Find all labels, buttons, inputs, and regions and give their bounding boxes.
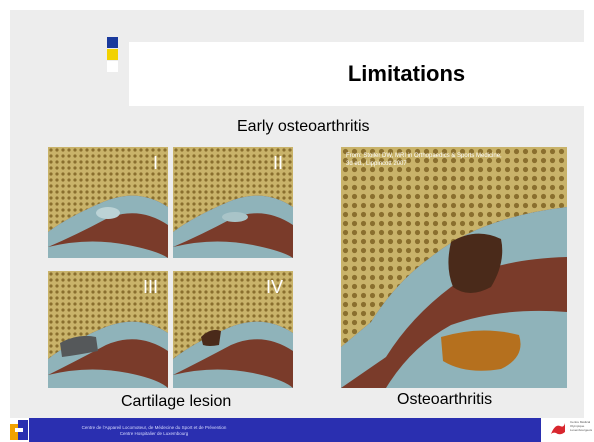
footer-band: Centre de l’Appareil Locomoteur, de Méde… (29, 418, 541, 442)
joint-illustration-1 (48, 147, 168, 258)
title-box: Limitations (129, 42, 584, 106)
white-square (107, 61, 118, 72)
yellow-square (107, 49, 118, 60)
citation-line-1: From: Stoller DW, MRI in Orthopaedics & … (346, 152, 566, 160)
grade-panel-3: III (48, 271, 168, 388)
grade-panel-2: II (173, 147, 293, 258)
footer-line-2: Centre Hospitalier de Luxembourg (29, 431, 279, 437)
osteoarthritis-panel: From: Stoller DW, MRI in Orthopaedics & … (341, 147, 567, 388)
citation: From: Stoller DW, MRI in Orthopaedics & … (346, 152, 566, 168)
caption-cartilage-lesion: Cartilage lesion (121, 393, 231, 411)
olympic-center-logo-text: Centre Médical Olympique Luxembourgeois (570, 420, 594, 432)
blue-square (107, 37, 118, 48)
olympic-center-logo-icon (548, 420, 568, 440)
osteoarthritis-illustration (341, 147, 567, 388)
grade-panel-1: I (48, 147, 168, 258)
citation-line-2: 3d ed., Lippincott 2007 (346, 160, 566, 168)
slide-subtitle: Early osteoarthritis (237, 118, 370, 136)
grade-label-1: I (153, 153, 158, 174)
caption-osteoarthritis: Osteoarthritis (397, 391, 492, 409)
grade-label-2: II (273, 153, 283, 174)
accent-squares (107, 37, 121, 73)
grade-label-3: III (143, 277, 158, 298)
footer: Centre de l’Appareil Locomoteur, de Méde… (0, 418, 594, 442)
hospital-logo-icon (10, 420, 28, 440)
slide-title: Limitations (348, 61, 465, 87)
grade-panel-4: IV (173, 271, 293, 388)
grade-label-4: IV (266, 277, 283, 298)
